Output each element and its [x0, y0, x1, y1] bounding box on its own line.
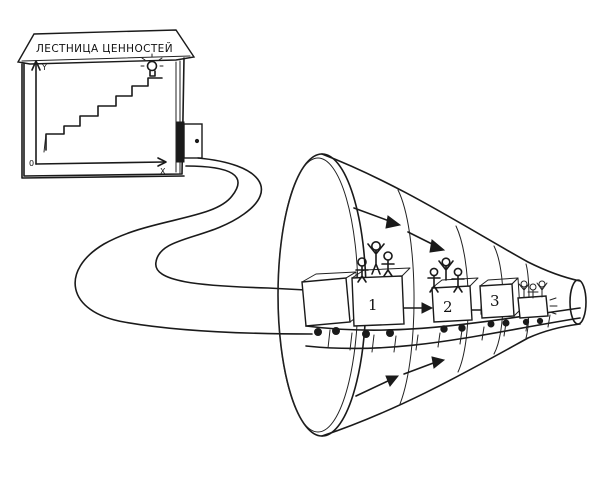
axis-origin-label: 0	[29, 159, 34, 168]
train-car-3-number: 3	[490, 292, 500, 310]
train-car-3: 3	[479, 277, 521, 328]
train-car-1-number: 1	[368, 296, 378, 314]
axis-x-label: X	[160, 167, 166, 176]
train-car-2-number: 2	[443, 298, 453, 316]
house-roof	[16, 29, 196, 65]
funnel-top-edge	[321, 153, 581, 282]
winding-road	[74, 157, 313, 335]
house-side-door	[176, 121, 203, 163]
car-4-passengers	[518, 280, 548, 299]
flow-arrow-upper	[353, 207, 446, 253]
train-car-4	[517, 280, 558, 326]
car-2-passengers	[427, 257, 465, 293]
house-sign: ЛЕСТНИЦА ЦЕННОСТЕЙ	[36, 42, 173, 55]
road-outer-edge	[74, 165, 313, 335]
lightbulb-icon	[140, 53, 164, 77]
train-car-2: 2	[427, 257, 479, 333]
car-1-passengers	[355, 241, 395, 283]
graph-x-axis	[35, 161, 165, 165]
train-car-1: 1	[351, 241, 411, 338]
train: 1 2	[301, 241, 558, 338]
house-walls	[23, 57, 185, 177]
road-inner-edge	[155, 157, 307, 291]
funnel-bottom-edge	[321, 323, 581, 437]
funnel-seam-1	[397, 189, 415, 405]
train-locomotive	[301, 271, 359, 336]
axis-y-label: Y	[41, 63, 47, 72]
value-ladder-house: ЛЕСТНИЦА ЦЕННОСТЕЙ Y X 0	[16, 29, 203, 179]
flow-arrow-lower	[355, 356, 446, 397]
funnel-spout	[569, 279, 587, 325]
value-staircase	[45, 77, 163, 151]
